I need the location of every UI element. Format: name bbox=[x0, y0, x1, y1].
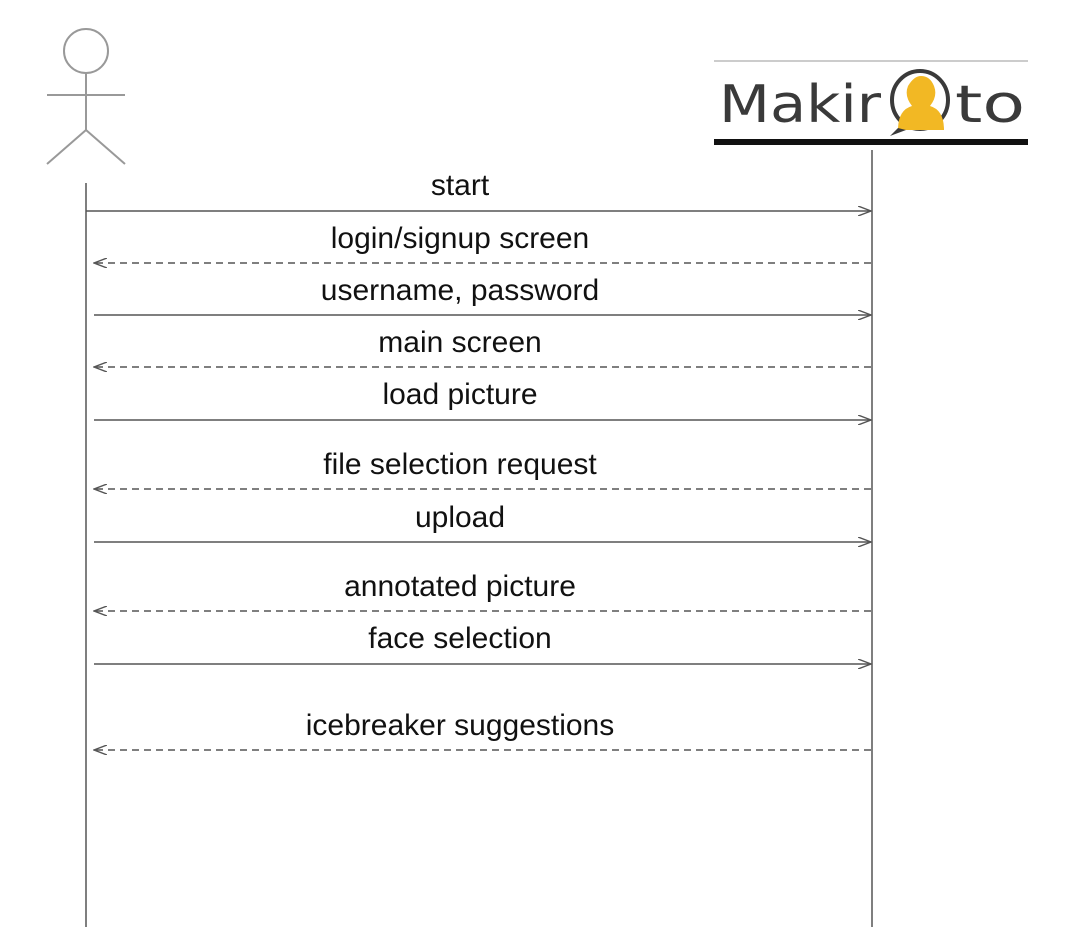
message-label: file selection request bbox=[323, 448, 597, 481]
message-label: load picture bbox=[382, 378, 537, 411]
message-label: main screen bbox=[378, 326, 541, 359]
response-message: main screen bbox=[94, 326, 871, 367]
system-logo: Makir to bbox=[714, 60, 1028, 145]
logo-text-suffix: to bbox=[955, 75, 1025, 135]
message-list: start login/signup screen username, passwo… bbox=[86, 169, 871, 750]
response-message: login/signup screen bbox=[94, 222, 871, 263]
logo-text-prefix: Makir bbox=[719, 75, 882, 135]
message-label: login/signup screen bbox=[331, 222, 590, 255]
response-message: annotated picture bbox=[94, 570, 871, 611]
response-message: icebreaker suggestions bbox=[94, 709, 871, 750]
message-label: start bbox=[431, 169, 490, 202]
request-message: load picture bbox=[94, 378, 871, 420]
message-label: upload bbox=[415, 501, 505, 534]
logo-underline-bar bbox=[714, 139, 1028, 145]
request-message: start bbox=[86, 169, 871, 211]
message-label: face selection bbox=[368, 622, 551, 655]
response-message: file selection request bbox=[94, 448, 871, 489]
person-head-icon bbox=[890, 69, 950, 136]
message-label: annotated picture bbox=[344, 570, 576, 603]
message-label: icebreaker suggestions bbox=[306, 709, 615, 742]
actor-stick-figure-icon bbox=[46, 28, 126, 165]
request-message: face selection bbox=[94, 622, 871, 664]
request-message: username, password bbox=[94, 274, 871, 315]
request-message: upload bbox=[94, 501, 871, 542]
message-label: username, password bbox=[321, 274, 599, 307]
